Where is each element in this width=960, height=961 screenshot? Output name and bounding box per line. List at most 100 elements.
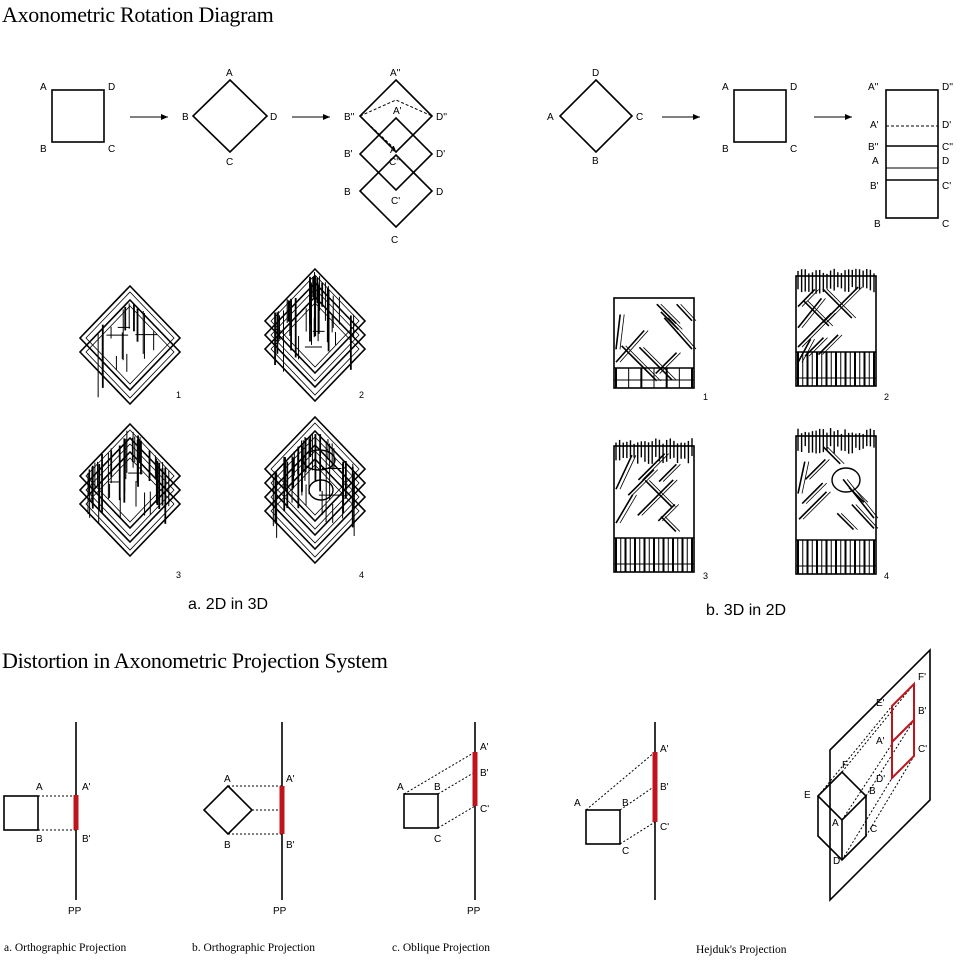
svg-text:B: B <box>344 187 351 198</box>
svg-text:B: B <box>224 840 231 851</box>
diamond-bottom <box>358 153 434 229</box>
svg-text:A: A <box>40 82 47 93</box>
model-number: 2 <box>884 392 889 402</box>
svg-text:C: C <box>226 157 233 168</box>
svg-text:B': B' <box>286 840 295 851</box>
model-2d-in-3d <box>78 284 182 406</box>
svg-text:D'': D'' <box>942 82 953 93</box>
caption-3d-in-2d: b. 3D in 2D <box>706 602 787 619</box>
oblique-diagram: A B C A' B' C' PP <box>397 722 489 917</box>
ortho-a-diagram: A B A' B' PP <box>3 722 91 917</box>
svg-text:C: C <box>790 144 797 155</box>
svg-text:A': A' <box>876 736 885 747</box>
model-3d-in-2d <box>613 297 697 389</box>
svg-text:D': D' <box>436 149 445 160</box>
svg-text:A': A' <box>286 774 295 785</box>
svg-text:A: A <box>390 145 397 156</box>
svg-text:B: B <box>182 112 189 123</box>
ortho-b-diagram: A B A' B' PP <box>202 722 295 917</box>
caption-oblique: c. Oblique Projection <box>392 942 491 954</box>
rotation-right-labels: D A C B A D B C A'' D'' A' D' B'' C'' A … <box>547 68 953 230</box>
stacked-rect <box>885 89 939 219</box>
projection-plane <box>829 648 931 902</box>
svg-text:A: A <box>547 112 554 123</box>
svg-text:D: D <box>436 187 443 198</box>
svg-text:A: A <box>872 156 879 167</box>
caption-orthographic-a: a. Orthographic Projection <box>4 942 127 954</box>
model-numbers-left: 1 2 3 4 <box>176 390 364 580</box>
svg-text:A: A <box>574 798 581 809</box>
svg-text:D: D <box>942 156 949 167</box>
svg-text:B: B <box>874 219 881 230</box>
svg-text:C'': C'' <box>389 157 400 168</box>
svg-text:B: B <box>869 786 876 797</box>
svg-text:B: B <box>40 144 47 155</box>
square-shape <box>733 89 787 143</box>
svg-text:A'': A'' <box>390 68 401 79</box>
model-3d-in-2d <box>613 438 695 573</box>
square-shape <box>3 795 39 831</box>
caption-2d-in-3d: a. 2D in 3D <box>188 596 269 613</box>
model-number: 4 <box>884 571 889 581</box>
svg-text:B': B' <box>344 149 353 160</box>
diamond-shape <box>191 78 269 154</box>
svg-text:A'': A'' <box>868 82 879 93</box>
model-number: 1 <box>176 390 181 400</box>
svg-text:A': A' <box>480 742 489 753</box>
model-number: 1 <box>703 392 708 402</box>
diamond-top <box>358 78 434 154</box>
svg-text:B': B' <box>82 834 91 845</box>
svg-text:A: A <box>397 782 404 793</box>
svg-text:B: B <box>722 144 729 155</box>
square-shape <box>585 809 621 845</box>
svg-text:C': C' <box>391 196 400 207</box>
diamond-shape <box>558 78 634 154</box>
svg-text:A: A <box>832 818 839 829</box>
dashed-edge <box>359 99 433 117</box>
model-number: 3 <box>176 570 181 580</box>
svg-text:C: C <box>622 846 629 857</box>
svg-text:D': D' <box>876 774 885 785</box>
square-shape <box>403 793 439 829</box>
svg-text:C: C <box>108 144 115 155</box>
svg-text:A': A' <box>393 106 402 117</box>
svg-text:A: A <box>224 774 231 785</box>
pp-label: PP <box>467 906 481 917</box>
rotation-left <box>51 78 434 229</box>
hejduk-2d-diagram: A B C A' B' C' <box>574 722 669 900</box>
svg-text:D: D <box>592 68 599 79</box>
svg-text:D': D' <box>942 120 951 131</box>
svg-text:E: E <box>804 790 811 801</box>
svg-text:D: D <box>833 856 840 867</box>
svg-text:A: A <box>722 82 729 93</box>
model-2d-in-3d <box>263 267 367 403</box>
model-number: 4 <box>359 570 364 580</box>
pp-label: PP <box>68 906 82 917</box>
caption-orthographic-b: b. Orthographic Projection <box>192 942 315 954</box>
svg-text:C': C' <box>942 181 951 192</box>
svg-text:A': A' <box>82 782 91 793</box>
diamond-shape <box>202 784 254 836</box>
rotation-right <box>558 78 939 219</box>
svg-text:A': A' <box>660 744 669 755</box>
svg-text:D: D <box>270 112 277 123</box>
svg-text:C': C' <box>480 804 489 815</box>
hejduk-3d-diagram: F' E' B' A' C' D' F E B A C D <box>804 648 931 902</box>
svg-text:C: C <box>391 235 398 246</box>
svg-text:D: D <box>108 82 115 93</box>
rotation-left-labels: A D B C A B D C A'' B'' D'' A' B' D' A C… <box>40 68 447 246</box>
svg-text:E': E' <box>876 698 885 709</box>
svg-text:C': C' <box>660 822 669 833</box>
svg-text:F': F' <box>918 672 926 683</box>
distortion-title: Distortion in Axonometric Projection Sys… <box>2 648 388 673</box>
model-2d-in-3d <box>263 415 367 565</box>
dashed-edge <box>359 115 397 151</box>
svg-text:B'': B'' <box>344 112 355 123</box>
svg-text:C: C <box>870 824 877 835</box>
svg-text:B': B' <box>480 768 489 779</box>
svg-text:D: D <box>790 82 797 93</box>
model-3d-in-2d <box>795 428 879 575</box>
svg-text:B': B' <box>660 782 669 793</box>
model-3d-in-2d <box>795 268 877 387</box>
svg-text:C: C <box>434 834 441 845</box>
